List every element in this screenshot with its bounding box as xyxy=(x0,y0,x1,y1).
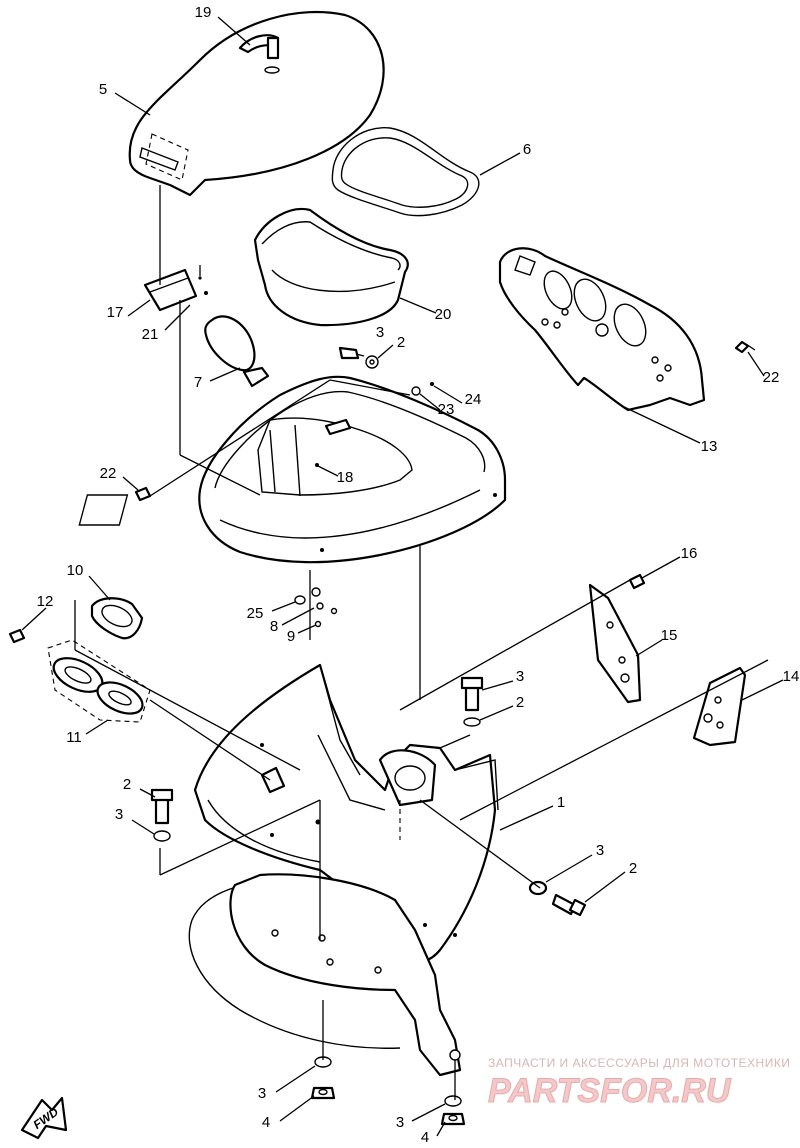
callout-label-c7: 7 xyxy=(194,374,202,391)
callout-label-c3e: 3 xyxy=(258,1085,266,1102)
callout-label-c9: 9 xyxy=(287,628,295,645)
part-upper-deck xyxy=(78,375,507,564)
callout-label-c3d: 3 xyxy=(596,842,604,859)
part-washer-nut-left xyxy=(310,1056,336,1100)
callout-label-c3c: 3 xyxy=(115,806,123,823)
callout-label-c23: 23 xyxy=(438,401,455,418)
watermark-subtitle: ЗАПЧАСТИ И АКСЕССУАРЫ ДЛЯ МОТОТЕХНИКИ xyxy=(488,1056,790,1070)
callout-label-c1: 1 xyxy=(557,794,565,811)
callout-label-c17: 17 xyxy=(107,304,124,321)
callout-label-c18: 18 xyxy=(337,469,354,486)
part-screw-23-24 xyxy=(411,382,434,396)
callout-label-c16: 16 xyxy=(681,545,698,562)
callout-leader-lines xyxy=(21,16,784,1137)
callout-label-c2a: 2 xyxy=(397,334,405,351)
part-cover-lid xyxy=(128,10,385,197)
watermark-brand: PARTSFOR.RU xyxy=(488,1072,732,1110)
part-bolt-washer-right xyxy=(528,880,587,917)
callout-label-c3b: 3 xyxy=(516,668,524,685)
part-hardware-25-8-9 xyxy=(294,587,338,628)
assembly-guide-lines xyxy=(74,185,769,1100)
part-grommets xyxy=(47,639,151,723)
part-mirror xyxy=(204,315,270,388)
callout-label-c21: 21 xyxy=(142,326,159,343)
part-washer-nut-right xyxy=(440,1095,466,1126)
callout-label-c5: 5 xyxy=(99,81,107,98)
part-bracket-14 xyxy=(692,666,747,747)
part-bolt-washer-upper xyxy=(338,346,379,369)
callout-label-c14: 14 xyxy=(783,668,800,685)
part-gasket-seal xyxy=(331,127,480,217)
part-vent xyxy=(90,597,144,640)
part-screw-12 xyxy=(8,628,26,644)
fwd-arrow-badge: FWD xyxy=(20,1096,68,1140)
callout-label-c11: 11 xyxy=(66,729,82,746)
callout-label-c2d: 2 xyxy=(629,860,637,877)
callout-label-c19: 19 xyxy=(195,4,212,21)
callout-label-c22b: 22 xyxy=(100,465,117,482)
callout-label-c13: 13 xyxy=(701,438,718,455)
part-bracket-15 xyxy=(588,583,642,704)
callout-label-c3a: 3 xyxy=(376,324,384,341)
part-lower-body xyxy=(193,663,499,963)
callout-label-c12: 12 xyxy=(37,593,54,610)
callout-label-c15: 15 xyxy=(661,627,678,644)
callout-label-c2b: 2 xyxy=(516,694,524,711)
callout-label-c20: 20 xyxy=(435,306,452,323)
callout-label-c4b: 4 xyxy=(421,1129,429,1146)
callout-label-c22a: 22 xyxy=(763,369,780,386)
part-lock-handle xyxy=(238,34,280,74)
part-hinge xyxy=(143,265,208,312)
part-screw-22-right xyxy=(734,340,756,354)
callout-label-c25: 25 xyxy=(247,605,264,622)
part-bolt-washer-mid xyxy=(460,676,484,727)
callout-label-c3f: 3 xyxy=(396,1114,404,1131)
watermark: ЗАПЧАСТИ И АКСЕССУАРЫ ДЛЯ МОТОТЕХНИКИ PA… xyxy=(488,1056,790,1111)
callout-label-c6: 6 xyxy=(523,141,531,158)
callout-label-c8: 8 xyxy=(270,618,278,635)
part-storage-tray xyxy=(253,207,409,327)
callout-label-c2c: 2 xyxy=(123,776,131,793)
part-floor-plate xyxy=(188,873,462,1077)
part-instrument-panel xyxy=(498,247,706,412)
part-screw-16 xyxy=(628,573,646,590)
part-bolt-washer-left xyxy=(150,788,174,842)
callout-label-c4a: 4 xyxy=(262,1114,270,1131)
callout-label-c10: 10 xyxy=(67,562,84,579)
callout-label-c24: 24 xyxy=(465,391,482,408)
